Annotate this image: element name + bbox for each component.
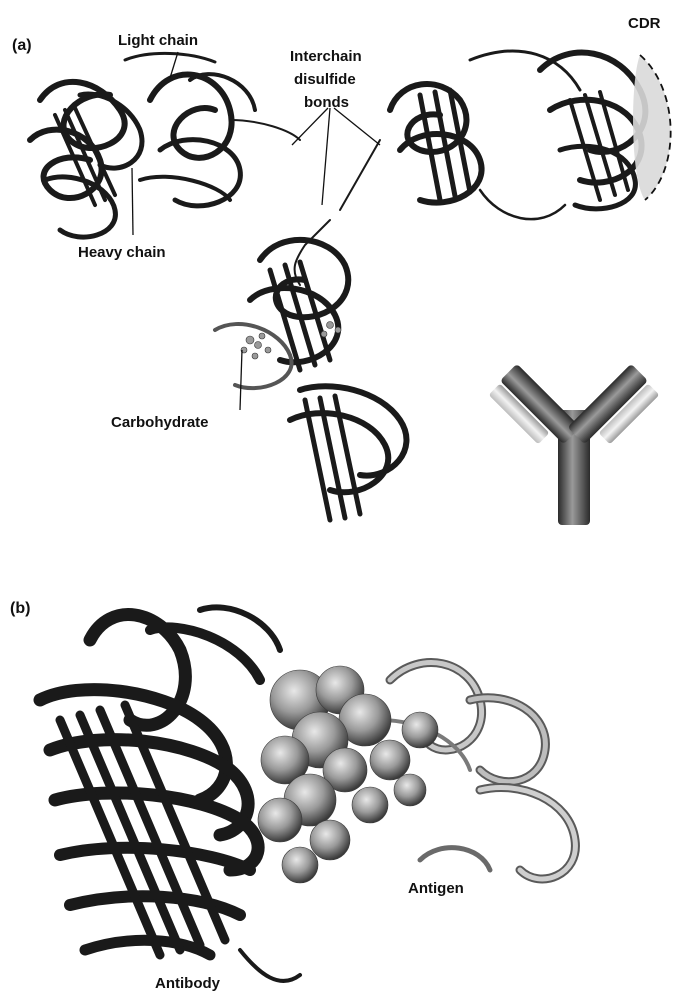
panel-b-label: (b) bbox=[10, 600, 30, 617]
panel-a: (a) bbox=[12, 15, 671, 525]
interchain-label-line1: Interchain bbox=[290, 48, 362, 65]
interchain-label-line2: disulfide bbox=[294, 71, 356, 88]
light-chain-label: Light chain bbox=[118, 32, 198, 49]
antigen-ribbon bbox=[380, 663, 575, 879]
antigen-label: Antigen bbox=[408, 880, 464, 897]
left-fab-ribbon bbox=[30, 53, 300, 237]
fc-region-ribbon bbox=[215, 140, 406, 520]
carbohydrate-label: Carbohydrate bbox=[111, 414, 209, 431]
antibody-ribbon bbox=[40, 607, 300, 981]
cdr-region bbox=[633, 55, 671, 200]
panel-a-label: (a) bbox=[12, 37, 32, 54]
heavy-chain-label: Heavy chain bbox=[78, 244, 166, 261]
antibody-label: Antibody bbox=[155, 975, 221, 992]
antibody-y-shape-icon bbox=[487, 364, 661, 525]
interchain-label-line3: bonds bbox=[304, 94, 349, 111]
interface-surface bbox=[258, 666, 438, 883]
panel-b: (b) bbox=[10, 600, 575, 992]
right-fab-ribbon bbox=[390, 51, 645, 219]
cdr-label: CDR bbox=[628, 15, 661, 32]
